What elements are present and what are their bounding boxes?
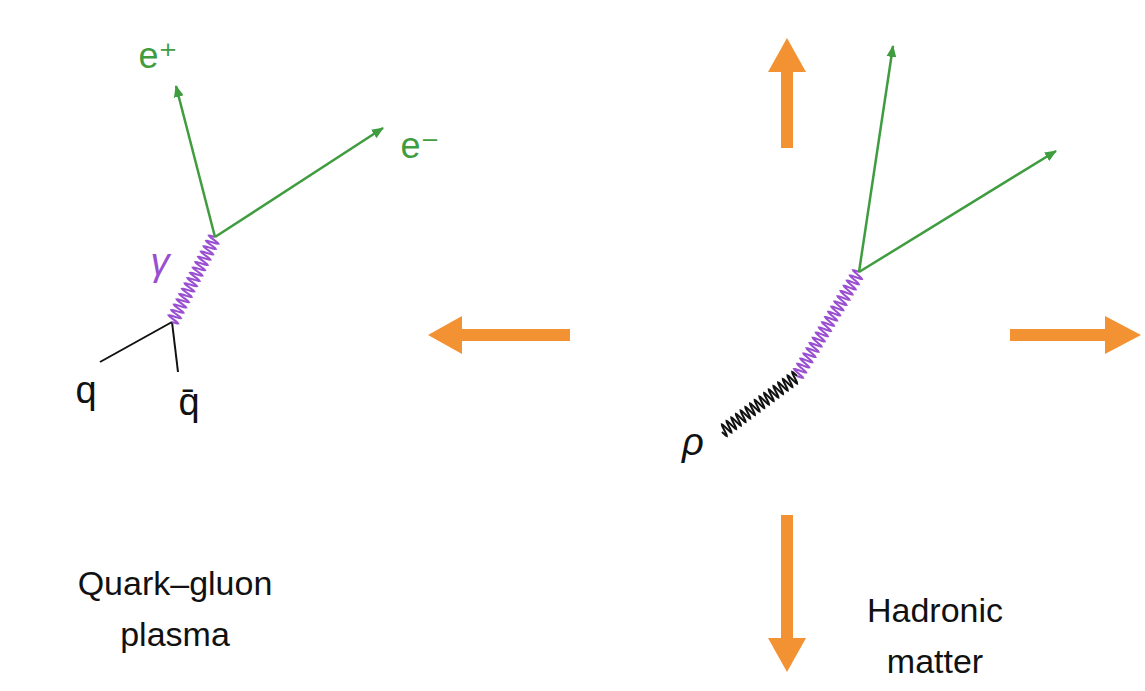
node-outline [512, 100, 1047, 605]
photon-line [169, 236, 219, 324]
particle-label: e⁻ [400, 128, 439, 164]
region-caption: Hadronic matter [835, 585, 1035, 687]
electron-track [215, 128, 383, 237]
node-outline [8, 205, 332, 545]
particle-label: e⁺ [138, 38, 177, 74]
photon-line [794, 270, 862, 378]
region-caption: Quark–gluon plasma [55, 558, 295, 660]
hadron-blob-outline [518, 106, 1042, 599]
positron-track [859, 46, 893, 272]
antiquark-line [172, 322, 178, 372]
quark-line [100, 322, 172, 362]
hadron-blob: Hadronic matterρ [512, 100, 1047, 605]
rho-line [722, 372, 797, 436]
particle-symbol: q [75, 371, 96, 409]
positron-track [176, 86, 215, 237]
particle-symbol: ρ [682, 423, 704, 461]
plasma-sphere: Quark–gluon plasmaγqq̄ [8, 205, 332, 545]
particle-symbol: γ [151, 243, 170, 281]
plasma-sphere-outline [8, 205, 332, 545]
electron-track [859, 151, 1056, 272]
expansion-arrows [428, 38, 1141, 672]
particle-symbol: q̄ [178, 383, 199, 421]
